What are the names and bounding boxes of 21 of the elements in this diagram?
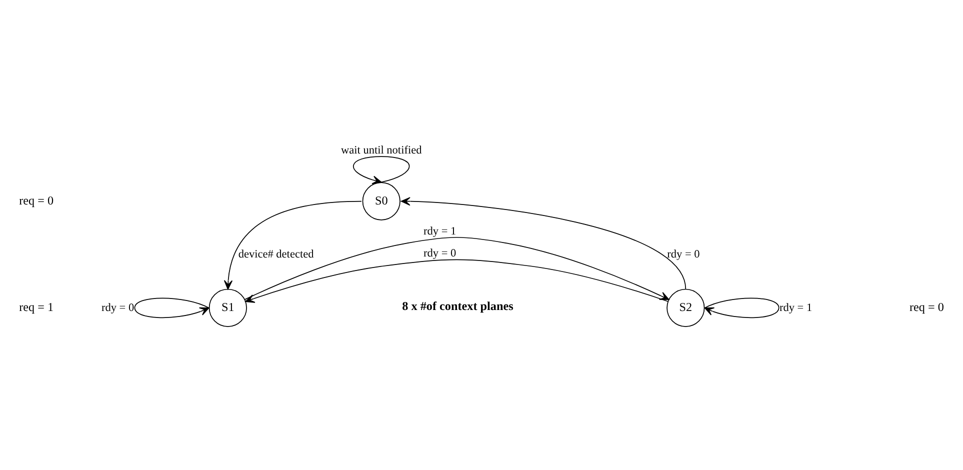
edge-label: device# detected	[238, 248, 314, 260]
arrow	[704, 297, 780, 318]
arrow	[353, 156, 410, 184]
label: req = 0	[19, 192, 54, 207]
edge-label: rdy = 0	[101, 301, 134, 314]
edge-label: rdy = 1	[424, 224, 456, 237]
label: req = 1	[19, 300, 54, 314]
edge-label: rdy = 0	[667, 248, 700, 260]
node-circle: S1	[208, 288, 247, 326]
arrow	[400, 196, 686, 290]
arrow	[224, 200, 362, 290]
node-circle: S2	[666, 288, 705, 326]
arrow	[244, 236, 670, 300]
edge-label: wait until notified	[341, 144, 422, 156]
arrow	[245, 258, 669, 302]
arrow	[134, 297, 210, 318]
edge-label: rdy = 1	[779, 301, 812, 314]
label: 8 x #of context planes	[402, 298, 514, 313]
label: req = 0	[909, 300, 944, 314]
node-circle: S0	[362, 182, 400, 220]
edge-label: rdy = 0	[424, 247, 456, 260]
